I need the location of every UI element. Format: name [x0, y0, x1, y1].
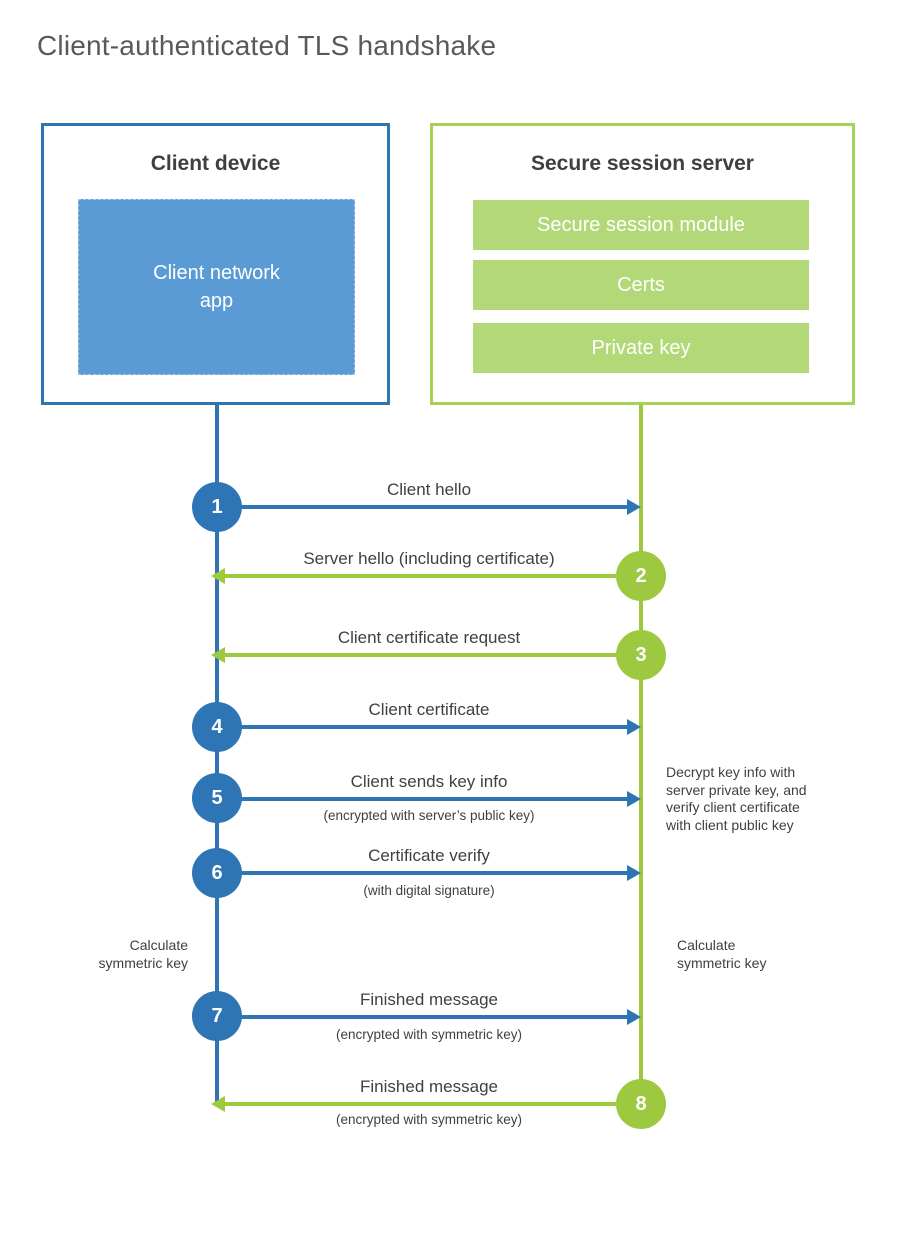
- arrow-right-icon: [627, 865, 641, 881]
- step-label: Server hello (including certificate): [303, 549, 555, 568]
- note-calculate-symmetric-key-server: Calculate symmetric key: [677, 937, 767, 971]
- arrow-line: [225, 574, 641, 578]
- arrow-line: [225, 1102, 641, 1106]
- step-number-badge: 1: [192, 482, 242, 532]
- arrow-left-icon: [211, 647, 225, 663]
- step-sublabel: (encrypted with symmetric key): [335, 1027, 523, 1042]
- step-label: Finished message: [360, 1077, 498, 1096]
- arrow-left-icon: [211, 1096, 225, 1112]
- note-decrypt-key-info: Decrypt key info with server private key…: [666, 764, 807, 833]
- client-device-title: Client device: [150, 152, 281, 175]
- step-sublabel: (with digital signature): [363, 883, 495, 898]
- step-label: Client sends key info: [350, 772, 508, 791]
- arrow-right-icon: [627, 719, 641, 735]
- arrow-line: [217, 725, 629, 729]
- arrow-right-icon: [627, 791, 641, 807]
- step-number-badge: 3: [616, 630, 666, 680]
- arrow-line: [217, 871, 629, 875]
- arrow-line: [217, 797, 629, 801]
- server-box-title: Secure session server: [531, 152, 754, 175]
- step-label: Client certificate request: [337, 628, 521, 647]
- client-network-app-box: Client network app: [78, 199, 355, 375]
- step-number-badge: 5: [192, 773, 242, 823]
- arrow-line: [217, 505, 629, 509]
- server-module-certs: Certs: [473, 260, 809, 310]
- step-sublabel: (encrypted with server’s public key): [323, 808, 535, 823]
- arrow-right-icon: [627, 499, 641, 515]
- server-module-private-key: Private key: [473, 323, 809, 373]
- note-calculate-symmetric-key-client: Calculate symmetric key: [98, 937, 188, 971]
- server-module-secure-session: Secure session module: [473, 200, 809, 250]
- step-number-badge: 8: [616, 1079, 666, 1129]
- arrow-left-icon: [211, 568, 225, 584]
- arrow-right-icon: [627, 1009, 641, 1025]
- step-number-badge: 6: [192, 848, 242, 898]
- step-number-badge: 4: [192, 702, 242, 752]
- client-lifeline: [215, 405, 219, 1104]
- step-label: Client certificate: [368, 700, 490, 719]
- step-number-badge: 2: [616, 551, 666, 601]
- step-number-badge: 7: [192, 991, 242, 1041]
- step-label: Certificate verify: [368, 846, 490, 865]
- arrow-line: [217, 1015, 629, 1019]
- step-sublabel: (encrypted with symmetric key): [335, 1112, 523, 1127]
- arrow-line: [225, 653, 641, 657]
- server-box: Secure session server Secure session mod…: [430, 123, 855, 405]
- page-title: Client-authenticated TLS handshake: [37, 30, 497, 61]
- client-device-box: Client device Client network app: [41, 123, 390, 405]
- server-lifeline: [639, 405, 643, 1104]
- step-label: Finished message: [360, 990, 498, 1009]
- step-label: Client hello: [386, 480, 472, 499]
